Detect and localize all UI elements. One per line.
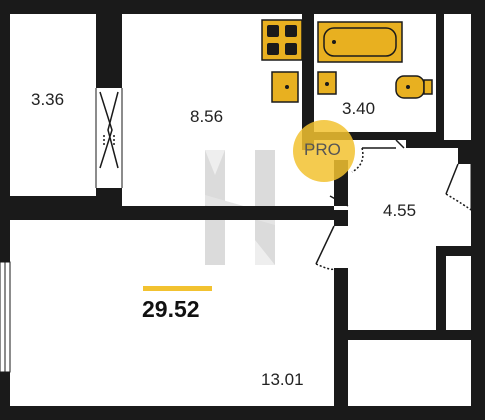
washbasin-icon bbox=[317, 71, 337, 95]
hallway-area-label: 4.55 bbox=[383, 201, 417, 220]
window-icon bbox=[0, 261, 11, 373]
pro-badge-circle bbox=[293, 120, 355, 182]
washbasin-icon bbox=[271, 71, 299, 103]
living-room-area-label: 13.01 bbox=[261, 370, 304, 389]
total-area-accent-bar bbox=[143, 286, 212, 291]
balcony-area-label: 3.36 bbox=[31, 90, 65, 109]
bathroom-area-label: 3.40 bbox=[342, 99, 376, 118]
toilet-icon bbox=[395, 75, 433, 99]
door-swing-icon bbox=[351, 139, 405, 173]
door-swing-icon bbox=[95, 88, 123, 188]
bathtub-icon bbox=[317, 21, 403, 63]
door-swing-icon bbox=[445, 163, 472, 211]
total-area-label: 29.52 bbox=[142, 296, 200, 322]
kitchen-stove-icon bbox=[261, 19, 303, 61]
pro-badge-text: PRO bbox=[304, 140, 341, 159]
kitchen-area-label: 8.56 bbox=[190, 107, 224, 126]
door-swing-icon bbox=[315, 195, 349, 271]
